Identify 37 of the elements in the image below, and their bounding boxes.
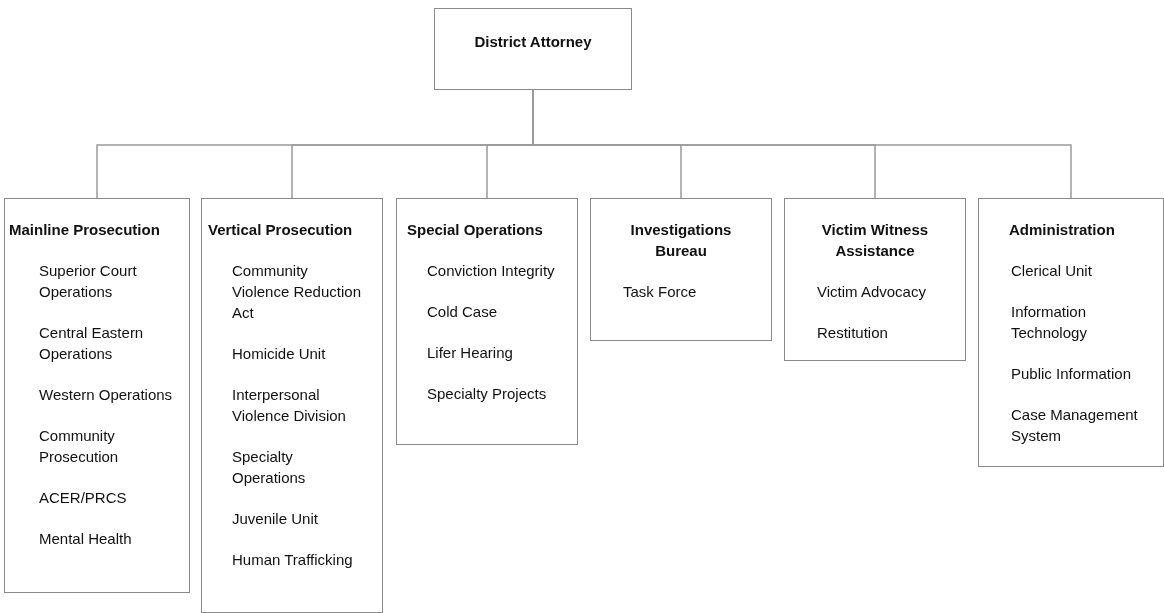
unit-name: Specialty Operations — [232, 447, 307, 488]
department-box — [978, 198, 1164, 467]
unit-name: Juvenile Unit — [232, 509, 319, 529]
unit-name: Interpersonal Violence Division — [232, 385, 347, 426]
unit-name: Superior Court Operations — [39, 261, 138, 302]
unit-name: ACER/PRCS — [39, 488, 128, 508]
department-heading: Victim Witness Assistance — [820, 220, 930, 261]
unit-name: Human Trafficking — [232, 550, 354, 570]
unit-name: Information Technology — [1011, 302, 1088, 343]
unit-name: Case Management System — [1011, 405, 1139, 446]
department-heading: Administration — [1008, 220, 1116, 240]
unit-name: Community Prosecution — [39, 426, 120, 467]
department-box — [4, 198, 190, 593]
unit-name: Conviction Integrity — [427, 261, 556, 281]
unit-name: Community Violence Reduction Act — [232, 261, 362, 323]
department-heading: Investigations Bureau — [629, 220, 733, 261]
unit-name: Central Eastern Operations — [39, 323, 145, 364]
department-heading: Mainline Prosecution — [8, 220, 161, 240]
unit-name: Mental Health — [39, 529, 133, 549]
org-box — [434, 8, 632, 90]
unit-name: Task Force — [623, 282, 698, 302]
department-heading: Special Operations — [406, 220, 544, 240]
department-box — [396, 198, 578, 445]
unit-name: Western Operations — [39, 385, 174, 405]
unit-name: Restitution — [817, 323, 889, 343]
unit-name: Specialty Projects — [427, 384, 548, 404]
unit-name: Cold Case — [427, 302, 499, 322]
unit-name: Clerical Unit — [1011, 261, 1093, 281]
department-box — [201, 198, 383, 613]
department-heading: Vertical Prosecution — [207, 220, 354, 240]
title-text: District Attorney — [473, 32, 593, 52]
unit-name: Homicide Unit — [232, 344, 327, 364]
unit-name: Victim Advocacy — [817, 282, 927, 302]
department-box — [784, 198, 966, 361]
unit-name: Lifer Hearing — [427, 343, 514, 363]
department-box — [590, 198, 772, 341]
unit-name: Public Information — [1011, 364, 1133, 384]
